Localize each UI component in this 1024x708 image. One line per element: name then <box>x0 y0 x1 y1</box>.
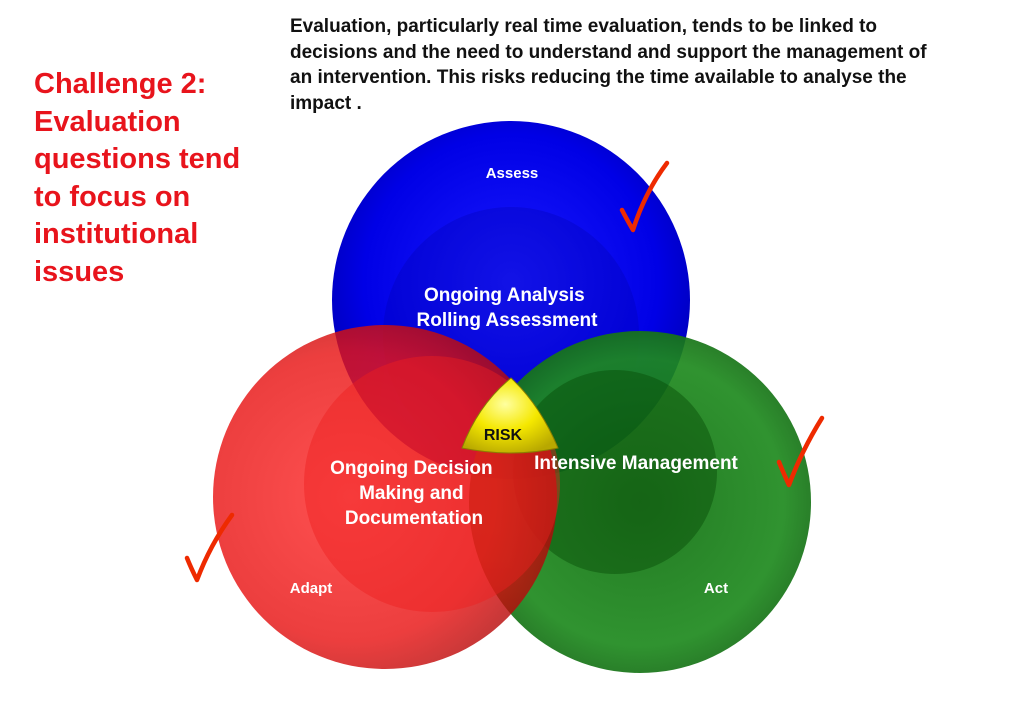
check-mark-icon <box>184 512 235 583</box>
act-circle <box>469 331 811 673</box>
act-label: Act <box>704 580 728 597</box>
assess-inner-label: Ongoing Analysis Rolling Assessment <box>417 285 599 331</box>
check-mark-icon <box>776 415 825 488</box>
assess-inner-line-2: Rolling Assessment <box>417 310 599 331</box>
adapt-inner-line-1: Ongoing Decision <box>330 458 493 479</box>
adapt-circle <box>213 325 557 669</box>
risk-center <box>461 377 559 454</box>
risk-label: RISK <box>484 427 523 444</box>
act-inner-ring <box>513 370 717 574</box>
intro-text: Evaluation, particularly real time evalu… <box>290 16 927 114</box>
act-inner-label: Intensive Management <box>534 453 738 474</box>
adapt-inner-label: Ongoing Decision Making and Documentatio… <box>330 458 498 529</box>
act-inner-line-1: Intensive Management <box>534 453 738 474</box>
check-mark-icon <box>619 160 670 233</box>
adapt-inner-line-3: Documentation <box>345 508 483 529</box>
assess-inner-line-1: Ongoing Analysis <box>424 285 585 306</box>
challenge-heading: Challenge 2: Evaluation questions tend t… <box>34 68 241 288</box>
adapt-inner-line-2: Making and <box>359 483 464 504</box>
adapt-label: Adapt <box>290 580 333 597</box>
assess-label: Assess <box>486 165 539 182</box>
